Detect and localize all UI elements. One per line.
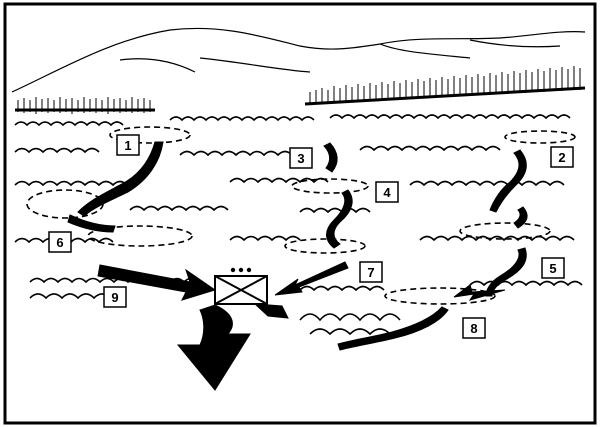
callout-1: 1 [116,134,140,156]
callout-2: 2 [550,146,574,168]
callout-7: 7 [359,261,383,283]
movement-routes [67,141,528,391]
arrow-9-to-unit [97,264,217,301]
callout-6-label: 6 [56,235,63,250]
callout-9: 9 [103,286,127,308]
callout-8: 8 [462,317,486,339]
callout-4-label: 4 [383,185,391,200]
unit-size-dot [238,267,244,273]
callout-5-label: 5 [549,261,556,276]
main-arrow-down [176,304,251,391]
diagram-frame [3,2,597,425]
unit-size-dot [246,267,252,273]
callout-9-label: 9 [111,290,118,305]
callout-8-label: 8 [470,321,477,336]
infantry-unit-symbol [214,267,268,305]
treeline-left [15,97,155,114]
callout-6: 6 [48,231,72,253]
callout-3: 3 [289,147,313,169]
numbered-callouts: 1 2 3 4 5 6 7 8 [48,134,574,339]
treeline-right [304,66,586,106]
unit-size-dot [230,267,236,273]
callout-4: 4 [375,181,399,203]
callout-1-label: 1 [124,138,131,153]
distant-hills [11,27,586,93]
callout-3-label: 3 [297,151,304,166]
callout-2-label: 2 [558,150,565,165]
callout-7-label: 7 [367,265,374,280]
callout-5: 5 [541,257,565,279]
